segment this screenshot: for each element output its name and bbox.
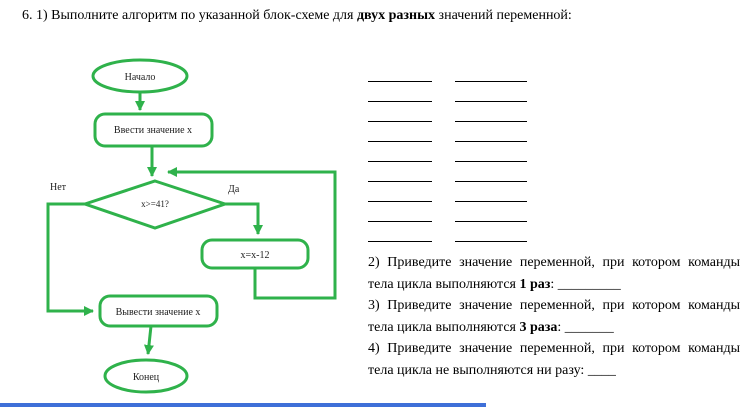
answer-line	[455, 121, 527, 122]
task-title-suffix: значений переменной:	[435, 8, 572, 23]
question-4-blank: ____	[587, 362, 616, 378]
question-4: 4) Приведите значение переменной, при ко…	[368, 338, 740, 381]
answer-row	[368, 202, 527, 222]
branch-no-label: Нет	[50, 182, 67, 193]
question-3: 3) Приведите значение переменной, при ко…	[368, 295, 740, 338]
answer-row	[368, 222, 527, 242]
answer-line	[368, 241, 432, 242]
answer-line	[368, 141, 432, 142]
answer-line	[368, 161, 432, 162]
connector-output-to-end	[143, 325, 154, 355]
input-box	[93, 112, 214, 148]
answer-line	[455, 181, 527, 182]
answer-line	[455, 201, 527, 202]
output-label: Вывести значение x	[116, 307, 201, 318]
input-label: Ввести значение x	[114, 125, 192, 136]
question-3-bold: 3 раза	[519, 319, 558, 335]
answer-line	[368, 221, 432, 222]
answer-row	[368, 82, 527, 102]
branch-yes-label: Да	[228, 184, 240, 195]
answer-line	[455, 81, 527, 82]
answer-row	[368, 62, 527, 82]
answer-row	[368, 102, 527, 122]
output-box	[98, 294, 219, 328]
answer-line	[368, 181, 432, 182]
answer-row	[368, 182, 527, 202]
question-3-blank: _______	[564, 319, 614, 335]
answer-line	[368, 201, 432, 202]
connector-loop-back	[167, 167, 337, 300]
answer-line	[455, 221, 527, 222]
start-label: Начало	[125, 72, 156, 83]
question-2-colon: :	[550, 276, 558, 292]
question-2: 2) Приведите значение переменной, при ко…	[368, 252, 740, 295]
question-2-text: 2) Приведите значение переменной, при ко…	[368, 255, 740, 292]
assign-box	[200, 238, 310, 270]
question-3-colon: :	[557, 319, 565, 335]
connector-decision-no-to-output	[46, 202, 94, 316]
question-4-text: 4) Приведите значение переменной, при ко…	[368, 341, 740, 378]
answer-line	[455, 161, 527, 162]
connector-decision-yes-to-assign	[225, 202, 263, 235]
decision-label: x>=41?	[141, 199, 169, 209]
answer-line	[455, 101, 527, 102]
end-terminal	[103, 358, 189, 394]
decision-diamond	[80, 179, 230, 230]
answer-line	[368, 101, 432, 102]
answer-line	[455, 241, 527, 242]
question-2-bold: 1 раз	[519, 276, 551, 292]
task-title: 6. 1) Выполните алгоритм по указанной бл…	[22, 8, 572, 24]
questions-block: 2) Приведите значение переменной, при ко…	[368, 252, 740, 381]
answer-row	[368, 122, 527, 142]
start-terminal	[91, 58, 189, 94]
answer-lines-block	[368, 62, 527, 242]
task-title-prefix: 6. 1) Выполните алгоритм по указанной бл…	[22, 8, 357, 23]
answer-row	[368, 162, 527, 182]
answer-line	[368, 81, 432, 82]
assign-label: x=x-12	[241, 250, 270, 261]
end-label: Конец	[133, 372, 160, 383]
task-title-bold: двух разных	[356, 8, 436, 23]
answer-line	[455, 141, 527, 142]
answer-row	[368, 142, 527, 162]
question-3-text: 3) Приведите значение переменной, при ко…	[368, 298, 740, 335]
question-2-blank: _________	[557, 276, 621, 292]
answer-line	[368, 121, 432, 122]
bottom-blue-line	[0, 403, 486, 407]
